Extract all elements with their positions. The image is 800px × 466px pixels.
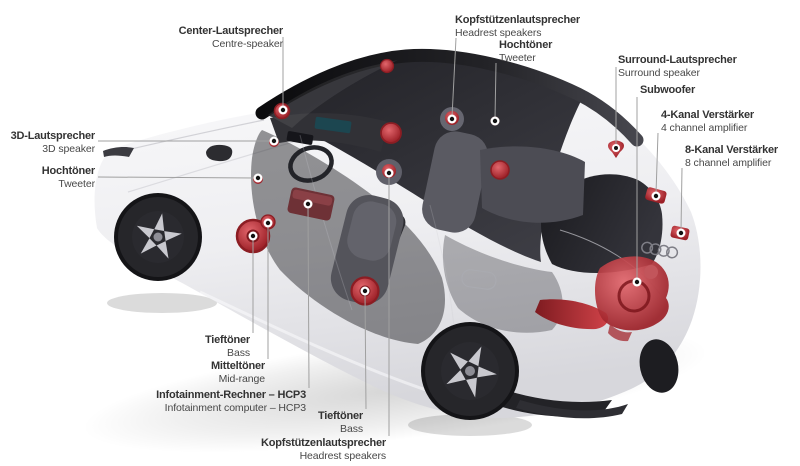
leader-line-amp8 — [680, 167, 683, 232]
fender-crease — [127, 139, 301, 193]
label-bass-front: Tieftöner Bass — [205, 334, 250, 359]
rear-right-wheel — [639, 339, 679, 393]
rear-wheel-shadow — [408, 414, 532, 436]
label-amplifier-8-channel-de: 8-Kanal Verstärker — [685, 144, 779, 156]
label-bass-rear-de: Tieftöner — [317, 410, 363, 422]
rear-bumper-trim — [474, 380, 612, 417]
leader-line-amp4 — [655, 132, 659, 195]
marker-amp4 — [651, 191, 661, 201]
label-midrange-de: Mitteltöner — [210, 360, 265, 372]
hood-crease — [117, 119, 265, 153]
audi-rings-logo — [641, 241, 679, 259]
front-wheel — [114, 193, 202, 281]
label-amplifier-4-channel: 4-Kanal Verstärker 4 channel amplifier — [661, 109, 754, 134]
side-mirror — [206, 144, 233, 162]
label-midrange: Mitteltöner Mid-range — [211, 360, 265, 385]
instrument-cluster — [286, 131, 314, 145]
label-center-speaker: Center-Lautsprecher Centre-speaker — [178, 25, 284, 50]
label-amplifier-8-channel-en: 8 channel amplifier — [685, 157, 772, 169]
headlight — [103, 147, 134, 157]
marker-center-speaker — [278, 105, 288, 115]
steering-wheel — [288, 145, 334, 183]
marker-bass-front — [248, 231, 258, 241]
label-tweeter-rear-de: Hochtöner — [499, 39, 553, 51]
label-headrest-speakers-rear-en: Headrest speakers — [455, 27, 542, 39]
windshield-sheen — [268, 60, 398, 128]
rear-diffuser — [516, 400, 628, 419]
label-speaker-3d: 3D-Lautsprecher 3D speaker — [10, 130, 96, 155]
label-tweeter-rear-en: Tweeter — [499, 52, 536, 64]
label-headrest-speakers-front: Kopfstützenlautsprecher Headrest speaker… — [261, 437, 386, 462]
marker-tweeter-rear — [490, 116, 500, 126]
marker-bass-rear — [360, 286, 370, 296]
marker-midrange — [263, 218, 273, 228]
label-headrest-speakers-front-de: Kopfstützenlautsprecher — [261, 437, 386, 449]
front-wheel-shadow — [107, 293, 217, 313]
label-surround-speaker-en: Surround speaker — [618, 67, 700, 79]
car-roof — [255, 48, 644, 147]
label-speaker-3d-en: 3D speaker — [42, 143, 95, 155]
label-amplifier-4-channel-de: 4-Kanal Verstärker — [661, 109, 755, 121]
dashboard-panel — [270, 113, 388, 152]
leader-line-headrest-rear — [451, 37, 457, 118]
label-surround-speaker-de: Surround-Lautsprecher — [618, 54, 737, 66]
leader-lines — [97, 37, 683, 436]
rear-wheel — [421, 322, 519, 420]
label-tweeter-front-de: Hochtöner — [41, 165, 95, 177]
leader-line-infotainment — [307, 205, 310, 389]
label-bass-front-de: Tieftöner — [204, 334, 250, 346]
label-center-speaker-de: Center-Lautsprecher — [178, 25, 284, 37]
label-headrest-speakers-front-en: Headrest speakers — [299, 450, 387, 462]
label-tweeter-rear: Hochtöner Tweeter — [499, 39, 552, 64]
label-tweeter-front: Hochtöner Tweeter — [42, 165, 95, 190]
speaker-components — [235, 58, 690, 342]
driver-seat — [330, 194, 404, 305]
label-subwoofer: Subwoofer — [640, 84, 695, 97]
label-tweeter-front-en: Tweeter — [58, 178, 95, 190]
marker-infotainment — [303, 199, 313, 209]
label-bass-rear-en: Bass — [340, 423, 363, 435]
rear-door-transparency — [442, 235, 563, 333]
dashboard-screen — [314, 116, 352, 134]
label-infotainment-computer: Infotainment-Rechner – HCP3 Infotainment… — [156, 389, 306, 414]
label-amplifier-4-channel-en: 4 channel amplifier — [661, 122, 748, 134]
label-speaker-3d-de: 3D-Lautsprecher — [10, 130, 96, 142]
marker-dots — [248, 105, 686, 296]
marker-headrest-rear — [447, 114, 457, 124]
marker-amp8 — [676, 228, 686, 238]
leader-line-tweeter-front — [97, 176, 257, 179]
label-midrange-en: Mid-range — [218, 373, 265, 385]
label-subwoofer-de: Subwoofer — [640, 84, 696, 96]
label-center-speaker-en: Centre-speaker — [212, 38, 283, 50]
label-headrest-speakers-rear: Kopfstützenlautsprecher Headrest speaker… — [455, 14, 580, 39]
headrest-speaker-top-component — [379, 58, 395, 74]
marker-tweeter-front — [253, 173, 263, 183]
charge-port — [461, 269, 497, 290]
rocker-highlight — [199, 290, 433, 394]
marker-surround — [612, 144, 620, 152]
passenger-seat — [422, 131, 488, 233]
label-headrest-speakers-rear-de: Kopfstützenlautsprecher — [455, 14, 580, 26]
label-surround-speaker: Surround-Lautsprecher Surround speaker — [618, 54, 737, 79]
label-infotainment-computer-de: Infotainment-Rechner – HCP3 — [156, 389, 306, 401]
marker-subwoofer — [632, 277, 642, 287]
label-bass-rear: Tieftöner Bass — [318, 410, 363, 435]
label-bass-front-en: Bass — [227, 347, 250, 359]
leader-line-bass-rear — [364, 292, 367, 410]
label-amplifier-8-channel: 8-Kanal Verstärker 8 channel amplifier — [685, 144, 778, 169]
tail-light — [535, 299, 609, 330]
rear-seat — [480, 146, 585, 223]
label-infotainment-computer-en: Infotainment computer – HCP3 — [164, 402, 306, 414]
marker-headrest-front — [384, 168, 394, 178]
leader-line-tweeter-rear — [494, 62, 497, 120]
door-woofer-right-rear-component — [490, 160, 510, 180]
door-woofer-right-component — [380, 122, 402, 144]
marker-3d-speaker — [269, 136, 279, 146]
